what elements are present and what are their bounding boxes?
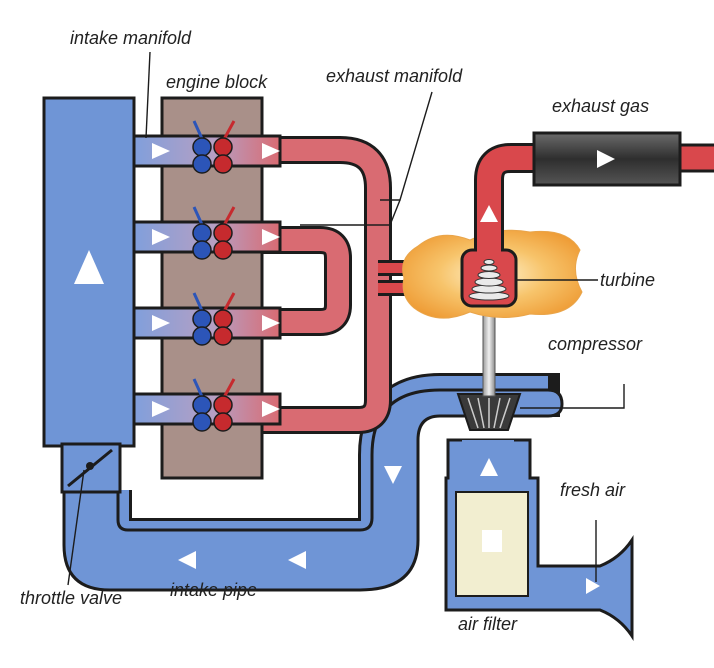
throttle-valve-pivot	[86, 462, 94, 470]
label-compressor: compressor	[548, 334, 643, 354]
label-turbine: turbine	[600, 270, 655, 290]
cylinder	[152, 120, 280, 174]
intake-arrow	[152, 143, 170, 159]
label-exhaust-manifold: exhaust manifold	[326, 66, 463, 86]
exhaust-flow-arrow	[480, 205, 498, 222]
label-intake-pipe: intake pipe	[170, 580, 257, 600]
label-engine-block: engine block	[166, 72, 268, 92]
label-intake-manifold: intake manifold	[70, 28, 192, 48]
exhaust-arrow	[262, 401, 280, 417]
intake-arrow	[152, 229, 170, 245]
cylinders	[152, 120, 280, 432]
intake-arrow	[152, 401, 170, 417]
cylinder	[152, 378, 280, 432]
intake-pipe-body	[62, 388, 564, 592]
cylinder	[152, 206, 280, 260]
label-exhaust-gas: exhaust gas	[552, 96, 649, 116]
exhaust-arrow	[262, 315, 280, 331]
label-throttle-valve: throttle valve	[20, 588, 122, 608]
cylinder	[152, 292, 280, 346]
plenum-arrow	[74, 250, 104, 284]
turbine-wheel	[468, 259, 510, 301]
intake-flow-arrows	[178, 458, 600, 594]
muffler-arrow	[597, 150, 615, 168]
label-fresh-air: fresh air	[560, 480, 626, 500]
exhaust-arrow	[262, 143, 280, 159]
leader-lines	[67, 51, 625, 586]
intake-arrow	[152, 315, 170, 331]
exhaust-arrow	[262, 229, 280, 245]
label-air-filter: air filter	[458, 614, 518, 634]
